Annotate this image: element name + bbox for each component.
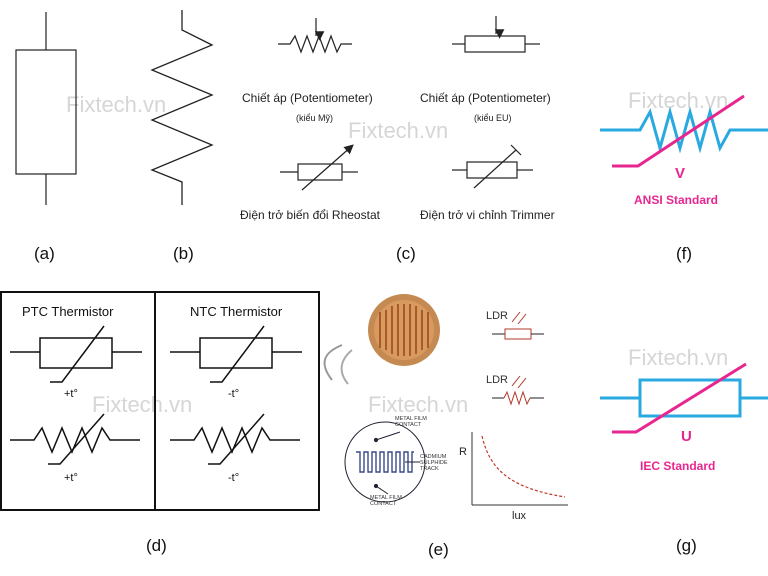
rheostat-caption: Điện trở biến đổi Rheostat: [240, 208, 380, 222]
potentiometer-us-subcaption: (kiểu Mỹ): [296, 113, 334, 123]
ldr-label: LDR: [486, 310, 509, 322]
ntc-thermistor-box-symbol: [170, 325, 302, 383]
panel-label-c: (c): [396, 244, 416, 263]
ptc-temp-label: +t°: [64, 388, 78, 400]
watermark: Fixtech.vn: [348, 118, 449, 143]
potentiometer-us-caption: Chiết áp (Potentiometer): [242, 91, 373, 105]
rheostat-symbol: [280, 144, 358, 191]
resistor-zigzag-symbol: [150, 10, 214, 205]
metal-film-contact-label: METAL FILM CONTACT: [370, 495, 402, 507]
ptc-temp-label: +t°: [64, 472, 78, 484]
panel-label-d: (d): [146, 536, 167, 555]
watermark: Fixtech.vn: [628, 88, 729, 113]
ansi-varistor-symbol: [600, 94, 768, 168]
ansi-letter: V: [675, 165, 686, 182]
graph-y-label: R: [459, 446, 467, 458]
ptc-thermistor-box-symbol: [10, 325, 142, 383]
graph-x-label: lux: [512, 510, 527, 522]
thermistor-frame: [0, 291, 320, 511]
cadmium-sulphide-track-label: CADMIUM SULPHIDE TRACK: [420, 454, 448, 472]
panel-label-e: (e): [428, 540, 449, 559]
panel-label-a: (a): [34, 244, 55, 263]
ldr-zigzag-symbol: [492, 375, 544, 406]
potentiometer-eu-symbol: [452, 16, 540, 53]
potentiometer-us-symbol: [278, 18, 352, 54]
panel-label-f: (f): [676, 244, 693, 263]
panel-label-g: (g): [676, 536, 697, 555]
ntc-thermistor-zigzag-symbol: [170, 413, 300, 465]
ptc-thermistor-zigzag-symbol: [10, 413, 140, 465]
iec-varistor-symbol: [600, 362, 768, 434]
watermark: Fixtech.vn: [92, 392, 193, 417]
iec-standard-caption: IEC Standard: [640, 459, 716, 473]
potentiometer-eu-caption: Chiết áp (Potentiometer): [420, 91, 551, 105]
panel-label-b: (b): [173, 244, 194, 263]
resistor-rectangle-symbol: [15, 12, 77, 205]
ansi-standard-caption: ANSI Standard: [634, 193, 719, 207]
ntc-temp-label: -t°: [228, 472, 240, 484]
trimmer-caption: Điện trở vi chỉnh Trimmer: [420, 208, 555, 222]
watermark: Fixtech.vn: [628, 345, 729, 370]
ntc-temp-label: -t°: [228, 388, 240, 400]
metal-film-contact-label: METAL FILM CONTACT: [395, 416, 427, 428]
ldr-internal-diagram: [344, 421, 426, 503]
ldr-label: LDR: [486, 374, 509, 386]
potentiometer-eu-subcaption: (kiểu EU): [474, 113, 512, 123]
watermark: Fixtech.vn: [368, 392, 469, 417]
trimmer-symbol: [452, 144, 533, 189]
ptc-title: PTC Thermistor: [22, 304, 114, 319]
iec-letter: U: [681, 428, 692, 445]
ldr-photo: [323, 294, 440, 385]
ntc-title: NTC Thermistor: [190, 304, 283, 319]
r-vs-lux-graph: [471, 432, 568, 506]
watermark: Fixtech.vn: [66, 92, 167, 117]
ldr-rectangle-symbol: [492, 311, 544, 340]
